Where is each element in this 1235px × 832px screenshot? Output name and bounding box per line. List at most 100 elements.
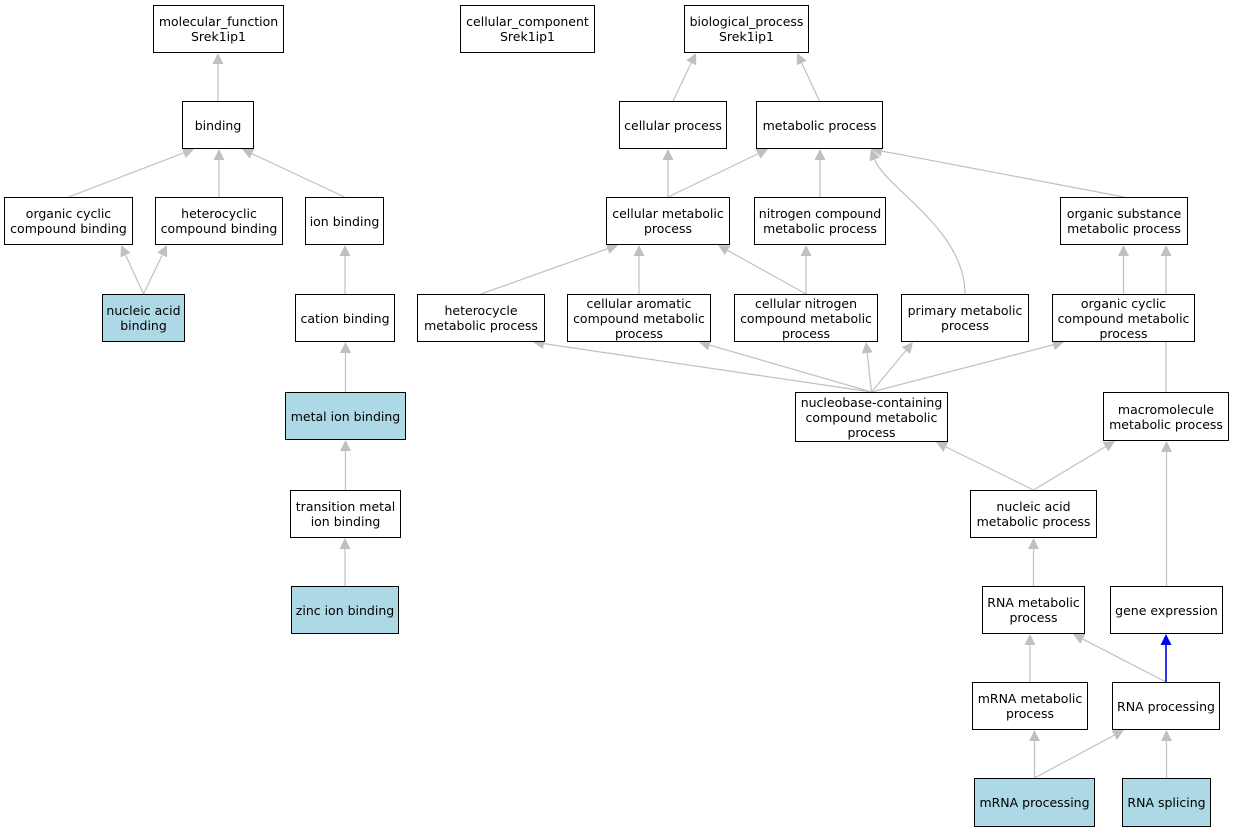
arrowhead-nitrogen_compound_metabolic-to-metabolic_process <box>814 149 826 160</box>
node-nitrogen-compound-metabolic-process[interactable]: nitrogen compound metabolic process <box>754 197 886 245</box>
edge-nucleic_acid_metabolic-to-nucleobase_metabolic <box>945 446 1034 491</box>
arrowhead-nucleic_acid_metabolic-to-nucleobase_metabolic <box>936 441 949 452</box>
node-label: gene expression <box>1115 602 1218 618</box>
node-mrna-metabolic-process[interactable]: mRNA metabolic process <box>972 682 1088 730</box>
node-label: nucleobase-containing compound metabolic… <box>800 394 943 440</box>
edge-rna_processing-to-rna_metabolic <box>1082 638 1167 683</box>
edge-organic_cyclic_binding-to-binding <box>68 152 184 198</box>
node-transition-metal-ion-binding[interactable]: transition metal ion binding <box>290 490 401 538</box>
node-label: cation binding <box>300 310 390 326</box>
node-label: mRNA processing <box>979 795 1090 810</box>
node-metal-ion-binding[interactable]: metal ion binding <box>285 392 406 440</box>
arrowhead-nucleobase_metabolic-to-cellular_aromatic <box>699 339 712 351</box>
arrowhead-rna_metabolic-to-nucleic_acid_metabolic <box>1028 538 1039 549</box>
node-label: molecular_function Srek1ip1 <box>158 14 279 44</box>
arrowhead-nucleic_acid_binding-to-heterocyclic_binding <box>157 245 168 258</box>
node-label: organic substance metabolic process <box>1066 206 1182 236</box>
node-organic-cyclic-compound-metabolic-process[interactable]: organic cyclic compound metabolic proces… <box>1052 294 1195 342</box>
edge-heterocycle_metabolic-to-cellular_metabolic <box>480 248 608 295</box>
node-label: nucleic acid metabolic process <box>976 499 1091 529</box>
arrowhead-zinc_ion_binding-to-transition_metal_binding <box>339 538 351 549</box>
edge-mrna_processing-to-rna_processing <box>1034 734 1115 779</box>
node-cellular-metabolic-process[interactable]: cellular metabolic process <box>606 197 730 245</box>
node-cation-binding[interactable]: cation binding <box>295 294 395 342</box>
node-label: ion binding <box>309 213 380 229</box>
arrowhead-cellular_nitrogen-to-cellular_metabolic <box>718 245 731 256</box>
edge-organic_substance_metabolic-to-metabolic_process <box>881 150 1125 198</box>
node-label: cellular process <box>624 117 722 133</box>
edge-metabolic_process-to-bp_root <box>801 62 821 102</box>
node-label: cellular_component Srek1ip1 <box>466 14 589 44</box>
edge-nucleic_acid_binding-to-heterocyclic_binding <box>142 254 163 295</box>
node-rna-splicing[interactable]: RNA splicing <box>1122 778 1211 827</box>
arrowhead-rna_processing-to-gene_expression <box>1160 634 1172 645</box>
edge-nucleobase_metabolic-to-heterocycle_metabolic <box>543 343 872 393</box>
arrowhead-nucleobase_metabolic-to-cellular_nitrogen <box>861 342 873 354</box>
node-label: nucleic acid binding <box>106 303 181 333</box>
arrowhead-cellular_aromatic-to-cellular_metabolic <box>633 245 645 256</box>
node-molecular-function-root[interactable]: molecular_function Srek1ip1 <box>153 5 284 53</box>
edge-nucleobase_metabolic-to-primary_metabolic <box>871 350 907 393</box>
arrowhead-transition_metal_binding-to-metal_ion_binding <box>340 440 351 451</box>
arrowhead-binding-to-mf_root <box>212 53 224 64</box>
edge-nucleic_acid_metabolic-to-macromolecule_metabolic <box>1033 446 1106 491</box>
arrowhead-macromolecule_metabolic-to-organic_substance_metabolic <box>1160 245 1172 256</box>
arrowhead-cellular_metabolic-to-metabolic_process <box>755 148 768 159</box>
node-label: cellular aromatic compound metabolic pro… <box>573 295 705 341</box>
node-label: biological_process Srek1ip1 <box>689 14 804 44</box>
node-nucleobase-containing-compound-metabolic-process[interactable]: nucleobase-containing compound metabolic… <box>795 392 948 442</box>
node-mrna-processing[interactable]: mRNA processing <box>974 778 1095 827</box>
edge-ion_binding-to-binding <box>251 153 345 198</box>
node-cellular-aromatic-compound-metabolic-process[interactable]: cellular aromatic compound metabolic pro… <box>567 294 711 342</box>
edge-cellular_process-to-bp_root <box>672 62 692 102</box>
node-label: binding <box>194 117 242 133</box>
node-rna-processing[interactable]: RNA processing <box>1112 682 1220 730</box>
arrowhead-rna_processing-to-rna_metabolic <box>1073 634 1086 644</box>
node-label: metal ion binding <box>290 408 401 424</box>
edge-nucleobase_metabolic-to-cellular_nitrogen <box>866 352 873 393</box>
node-label: primary metabolic process <box>907 303 1023 333</box>
arrowhead-organic_cyclic_binding-to-binding <box>181 147 194 159</box>
node-heterocycle-metabolic-process[interactable]: heterocycle metabolic process <box>417 294 545 342</box>
node-biological-process-root[interactable]: biological_process Srek1ip1 <box>684 5 809 53</box>
arrowhead-cellular_process-to-bp_root <box>686 53 697 66</box>
node-label: heterocycle metabolic process <box>424 303 538 333</box>
node-binding[interactable]: binding <box>182 101 254 149</box>
node-label: nitrogen compound metabolic process <box>758 206 882 236</box>
node-label: organic cyclic compound metabolic proces… <box>1057 295 1190 341</box>
node-cellular-component-root[interactable]: cellular_component Srek1ip1 <box>460 5 595 53</box>
arrowhead-nucleic_acid_binding-to-organic_cyclic_binding <box>120 245 131 258</box>
node-metabolic-process[interactable]: metabolic process <box>756 101 883 149</box>
node-label: transition metal ion binding <box>295 499 396 529</box>
node-label: RNA metabolic process <box>987 595 1080 625</box>
arrowhead-nucleic_acid_metabolic-to-macromolecule_metabolic <box>1102 441 1115 452</box>
node-heterocyclic-compound-binding[interactable]: heterocyclic compound binding <box>155 197 283 245</box>
node-organic-cyclic-compound-binding[interactable]: organic cyclic compound binding <box>4 197 133 245</box>
node-ion-binding[interactable]: ion binding <box>305 197 384 245</box>
node-macromolecule-metabolic-process[interactable]: macromolecule metabolic process <box>1103 392 1229 441</box>
node-rna-metabolic-process[interactable]: RNA metabolic process <box>982 586 1085 634</box>
edge-nucleobase_metabolic-to-cellular_aromatic <box>709 344 872 393</box>
node-zinc-ion-binding[interactable]: zinc ion binding <box>291 586 399 634</box>
arrowhead-metabolic_process-to-bp_root <box>796 53 807 66</box>
node-cellular-process[interactable]: cellular process <box>619 101 727 149</box>
arrowhead-organic_cyclic_metabolic-to-organic_substance_metabolic <box>1118 245 1129 256</box>
node-cellular-nitrogen-compound-metabolic-process[interactable]: cellular nitrogen compound metabolic pro… <box>734 294 878 342</box>
arrowhead-mrna_metabolic-to-rna_metabolic <box>1024 634 1036 645</box>
node-label: RNA splicing <box>1127 795 1206 810</box>
node-nucleic-acid-binding[interactable]: nucleic acid binding <box>102 294 185 342</box>
node-primary-metabolic-process[interactable]: primary metabolic process <box>901 294 1029 342</box>
arrowhead-rna_splicing-to-rna_processing <box>1161 730 1172 741</box>
node-label: cellular nitrogen compound metabolic pro… <box>740 295 872 341</box>
edge-nucleobase_metabolic-to-organic_cyclic_metabolic <box>871 344 1054 393</box>
node-organic-substance-metabolic-process[interactable]: organic substance metabolic process <box>1060 197 1188 245</box>
arrowhead-cellular_metabolic-to-cellular_process <box>662 149 674 160</box>
node-gene-expression[interactable]: gene expression <box>1110 586 1223 634</box>
node-label: zinc ion binding <box>295 602 395 618</box>
node-nucleic-acid-metabolic-process[interactable]: nucleic acid metabolic process <box>970 490 1097 538</box>
arrowhead-mrna_processing-to-mrna_metabolic <box>1029 730 1040 741</box>
arrowhead-metal_ion_binding-to-cation_binding <box>340 342 351 353</box>
node-label: mRNA metabolic process <box>977 691 1083 721</box>
